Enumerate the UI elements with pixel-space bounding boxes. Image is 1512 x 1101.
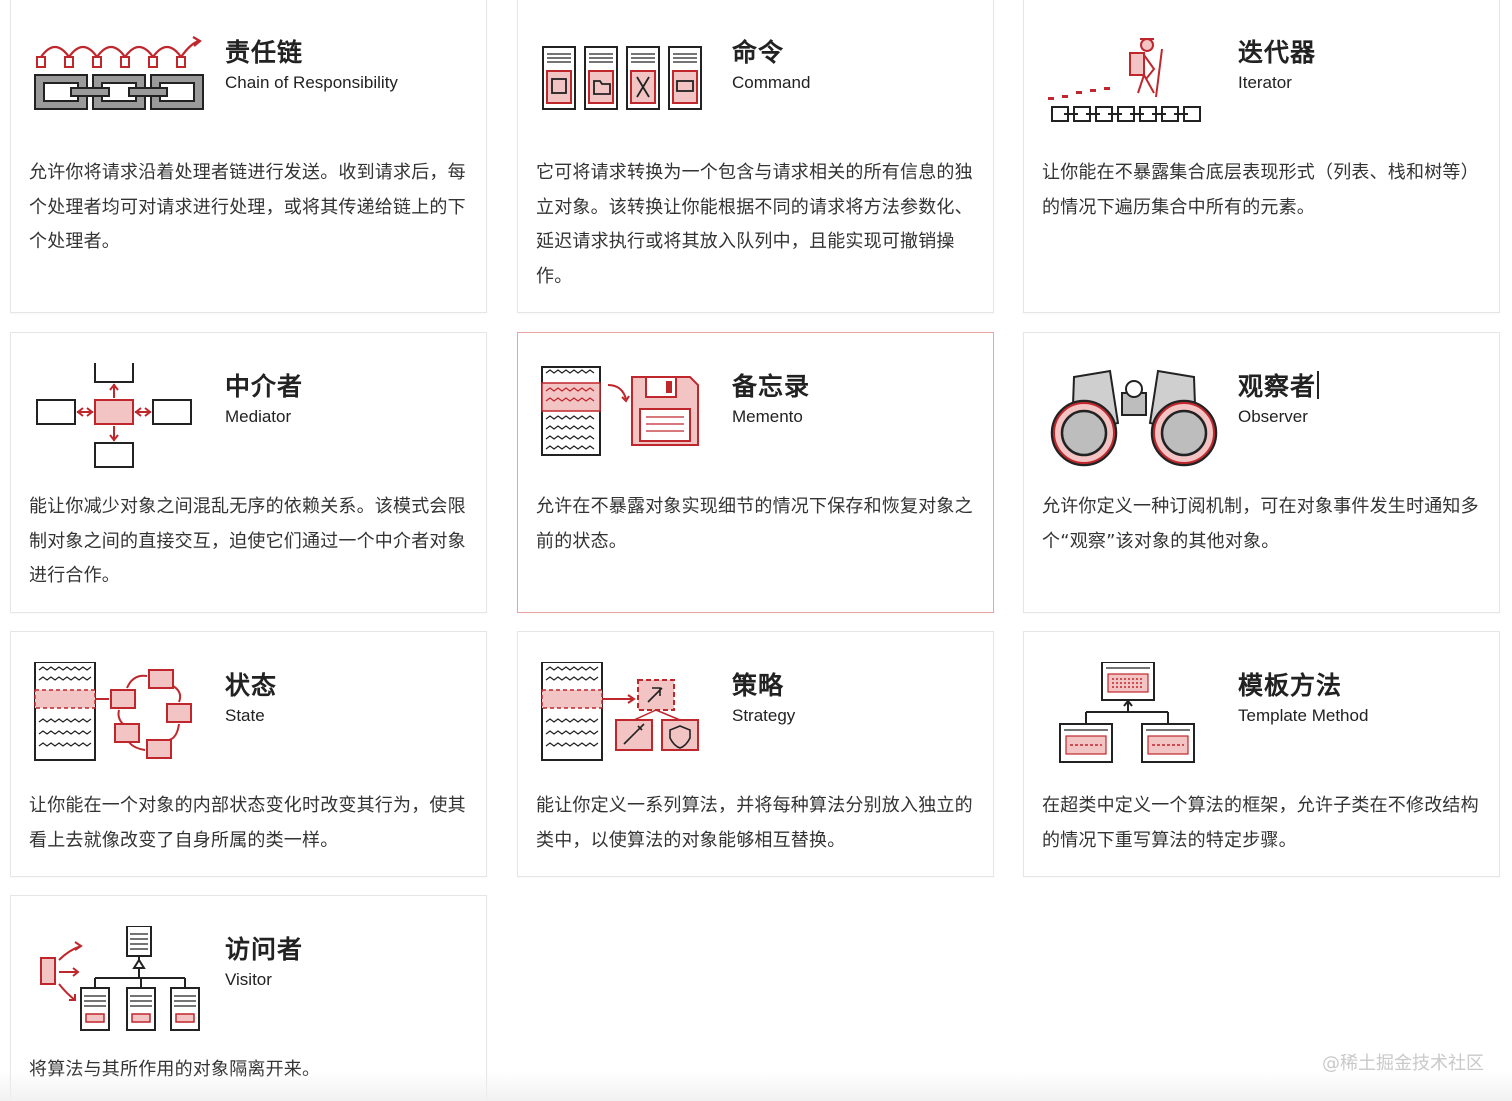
- pattern-title: 责任链: [225, 38, 304, 67]
- pattern-title: 模板方法: [1238, 671, 1343, 700]
- pattern-subtitle: State: [225, 706, 265, 725]
- pattern-subtitle: Mediator: [225, 407, 292, 426]
- pattern-card-template-method[interactable]: 模板方法 Template Method 在超类中定义一个算法的框架，允许子类在…: [1023, 631, 1500, 877]
- pattern-description: 让你能在一个对象的内部状态变化时改变其行为，使其看上去就像改变了自身所属的类一样…: [29, 795, 466, 851]
- pattern-card-command[interactable]: 命令 Command 它可将请求转换为一个包含与请求相关的所有信息的独立对象。该…: [517, 0, 994, 313]
- strategy-icon: [538, 662, 718, 772]
- pattern-description: 能让你定义一系列算法，并将每种算法分别放入独立的类中，以使算法的对象能够相互替换…: [536, 795, 973, 851]
- pattern-subtitle: Chain of Responsibility: [225, 73, 398, 92]
- floppy-icon: [538, 363, 718, 473]
- pattern-title: 迭代器: [1238, 38, 1317, 67]
- pattern-subtitle: Observer: [1238, 407, 1308, 426]
- chain-icon: [31, 29, 211, 139]
- pattern-description: 它可将请求转换为一个包含与请求相关的所有信息的独立对象。该转换让你能根据不同的请…: [536, 162, 973, 287]
- bottom-fade: [0, 1071, 1512, 1101]
- pattern-description: 让你能在不暴露集合底层表现形式（列表、栈和树等）的情况下遍历集合中所有的元素。: [1042, 162, 1479, 218]
- mediator-icon: [31, 363, 211, 473]
- pattern-card-memento[interactable]: 备忘录 Memento 允许在不暴露对象实现细节的情况下保存和恢复对象之前的状态…: [517, 332, 994, 613]
- pattern-description: 能让你减少对象之间混乱无序的依赖关系。该模式会限制对象之间的直接交互，迫使它们通…: [29, 496, 466, 586]
- pattern-title: 访问者: [225, 935, 304, 964]
- pattern-title: 观察者: [1238, 367, 1319, 403]
- command-icon: [538, 29, 718, 139]
- pattern-description: 在超类中定义一个算法的框架，允许子类在不修改结构的情况下重写算法的特定步骤。: [1042, 795, 1479, 851]
- pattern-title-text: 观察者: [1238, 372, 1317, 401]
- pattern-description: 允许你定义一种订阅机制，可在对象事件发生时通知多个“观察”该对象的其他对象。: [1042, 496, 1479, 552]
- pattern-card-iterator[interactable]: 迭代器 Iterator 让你能在不暴露集合底层表现形式（列表、栈和树等）的情况…: [1023, 0, 1500, 313]
- pattern-subtitle: Strategy: [732, 706, 796, 725]
- pattern-card-chain-of-responsibility[interactable]: 责任链 Chain of Responsibility 允许你将请求沿着处理者链…: [10, 0, 487, 313]
- hiker-icon: [1044, 29, 1224, 139]
- pattern-card-state[interactable]: 状态 State 让你能在一个对象的内部状态变化时改变其行为，使其看上去就像改变…: [10, 631, 487, 877]
- pattern-description: 允许你将请求沿着处理者链进行发送。收到请求后，每个处理者均可对请求进行处理，或将…: [29, 162, 466, 252]
- text-caret: [1317, 371, 1319, 399]
- pattern-title: 策略: [732, 671, 785, 700]
- pattern-card-visitor[interactable]: 访问者 Visitor 将算法与其所作用的对象隔离开来。: [10, 895, 487, 1101]
- pattern-subtitle: Command: [732, 73, 811, 92]
- pattern-title: 命令: [732, 38, 785, 67]
- pattern-title: 备忘录: [732, 372, 811, 401]
- pattern-subtitle: Visitor: [225, 970, 272, 989]
- pattern-subtitle: Memento: [732, 407, 803, 426]
- pattern-card-strategy[interactable]: 策略 Strategy 能让你定义一系列算法，并将每种算法分别放入独立的类中，以…: [517, 631, 994, 877]
- visitor-icon: [31, 926, 211, 1036]
- pattern-card-mediator[interactable]: 中介者 Mediator 能让你减少对象之间混乱无序的依赖关系。该模式会限制对象…: [10, 332, 487, 613]
- pattern-description: 允许在不暴露对象实现细节的情况下保存和恢复对象之前的状态。: [536, 496, 973, 552]
- pattern-title: 中介者: [225, 372, 304, 401]
- pattern-card-observer[interactable]: 观察者 Observer 允许你定义一种订阅机制，可在对象事件发生时通知多个“观…: [1023, 332, 1500, 613]
- pattern-title: 状态: [225, 671, 278, 700]
- template-icon: [1044, 662, 1224, 772]
- watermark: @稀土掘金技术社区: [1322, 1053, 1484, 1074]
- binoculars-icon: [1044, 363, 1224, 473]
- pattern-subtitle: Template Method: [1238, 706, 1369, 725]
- pattern-subtitle: Iterator: [1238, 73, 1292, 92]
- state-icon: [31, 662, 211, 772]
